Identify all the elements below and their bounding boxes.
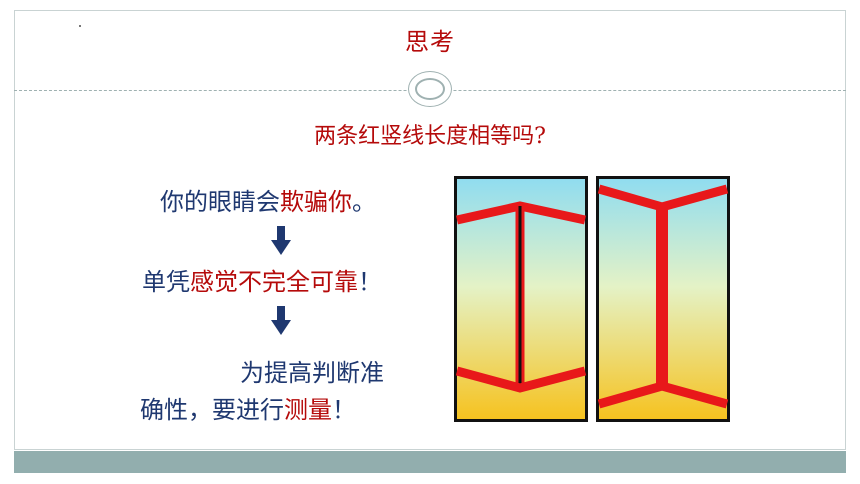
statement-eyes-end: 。 xyxy=(352,188,376,216)
question-text: 两条红竖线长度相等吗? xyxy=(0,118,860,150)
statement-feeling-part1: 单凭 xyxy=(142,268,190,296)
statement-accuracy-end: ！ xyxy=(332,396,356,424)
stray-dot xyxy=(79,25,81,27)
down-arrow-icon xyxy=(271,306,291,335)
down-arrow-icon xyxy=(271,226,291,255)
statement-accuracy-part1: 确性，要进行 xyxy=(140,396,284,424)
question-mark: ? xyxy=(534,124,546,149)
statement-accuracy-part2: 测量 xyxy=(284,396,332,424)
slide-title: 思考 xyxy=(405,28,455,56)
statement-eyes-deceive: 你的眼睛会欺骗你。 xyxy=(160,182,376,217)
statement-accuracy-line2: 确性，要进行测量！ xyxy=(140,390,356,425)
slide-frame xyxy=(14,10,846,450)
statement-eyes-part2: 欺骗你 xyxy=(280,188,352,216)
divider-ornament xyxy=(408,71,452,107)
statement-accuracy-line1: 为提高判断准 xyxy=(240,359,384,387)
statement-feeling-end: ！ xyxy=(358,268,382,296)
statement-feeling-unreliable: 单凭感觉不完全可靠！ xyxy=(142,262,382,297)
statement-eyes-part1: 你的眼睛会 xyxy=(160,188,280,216)
statement-feeling-part2: 感觉不完全可靠 xyxy=(190,268,358,296)
question-body: 两条红竖线长度相等吗 xyxy=(314,124,535,149)
divider-ornament-inner xyxy=(415,78,445,100)
illusion-panel-left xyxy=(454,176,588,422)
illusion-panel-right xyxy=(596,176,730,422)
bottom-bar xyxy=(14,451,846,473)
